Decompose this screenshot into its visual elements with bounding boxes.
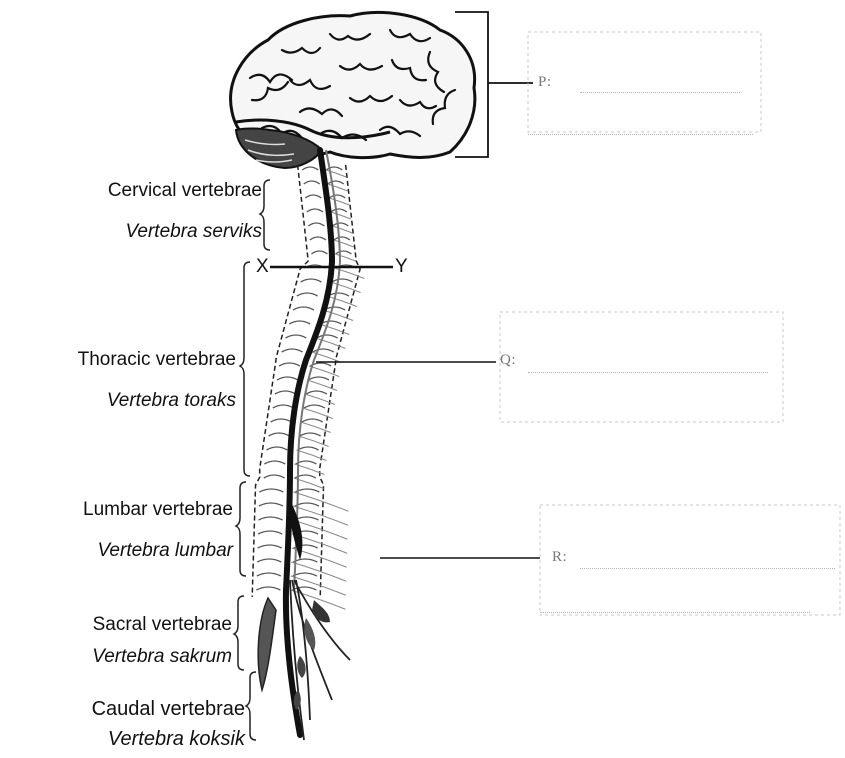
- label-cervical-my: Vertebra serviks: [125, 221, 262, 243]
- label-thoracic-en: Thoracic vertebrae: [78, 349, 236, 371]
- answer-label-q: Q:: [500, 352, 516, 369]
- spinal-nerve: [332, 226, 352, 233]
- answer-line-r2: [540, 612, 810, 613]
- spinal-nerve: [334, 240, 354, 247]
- spinal-nerve: [327, 296, 357, 307]
- vertebra-segment: [271, 419, 323, 422]
- vertebra-segment: [269, 433, 321, 436]
- brain: [231, 12, 475, 168]
- vertebra-segment: [297, 293, 349, 296]
- spinal-nerve: [331, 212, 351, 219]
- spinal-nerve: [328, 184, 348, 191]
- label-cervical-en: Cervical vertebrae: [108, 180, 262, 202]
- spinal-nerve: [323, 310, 353, 321]
- answer-line-p: [580, 92, 740, 93]
- answer-label-r: R:: [552, 549, 567, 566]
- vertebra-segment: [285, 335, 337, 338]
- answer-line-r: [580, 568, 835, 569]
- spinal-nerve: [335, 254, 355, 261]
- vertebra-segment: [293, 307, 345, 310]
- vertebra-segment: [301, 279, 353, 282]
- vertebra-segment: [289, 321, 341, 324]
- vertebra-segment: [273, 405, 325, 408]
- spinal-cord: [286, 150, 350, 740]
- cross-section-x: X: [256, 257, 269, 277]
- label-lumbar-en: Lumbar vertebrae: [83, 499, 233, 521]
- label-lumbar-my: Vertebra lumbar: [97, 540, 233, 562]
- label-caudal-en: Caudal vertebrae: [92, 698, 245, 720]
- answer-boxes: [500, 32, 840, 615]
- answer-line-p2: [528, 134, 753, 135]
- vertebra-segment: [275, 391, 327, 394]
- label-thoracic-my: Vertebra toraks: [107, 390, 236, 412]
- answer-label-p: P:: [538, 74, 552, 91]
- label-sacral-my: Vertebra sakrum: [92, 646, 232, 668]
- vertebral-column: [252, 165, 364, 609]
- spinal-nerve: [329, 198, 349, 205]
- answer-line-q: [528, 372, 768, 373]
- cross-section-y: Y: [395, 257, 408, 277]
- label-caudal-my: Vertebra koksik: [108, 728, 245, 750]
- label-sacral-en: Sacral vertebrae: [93, 614, 232, 636]
